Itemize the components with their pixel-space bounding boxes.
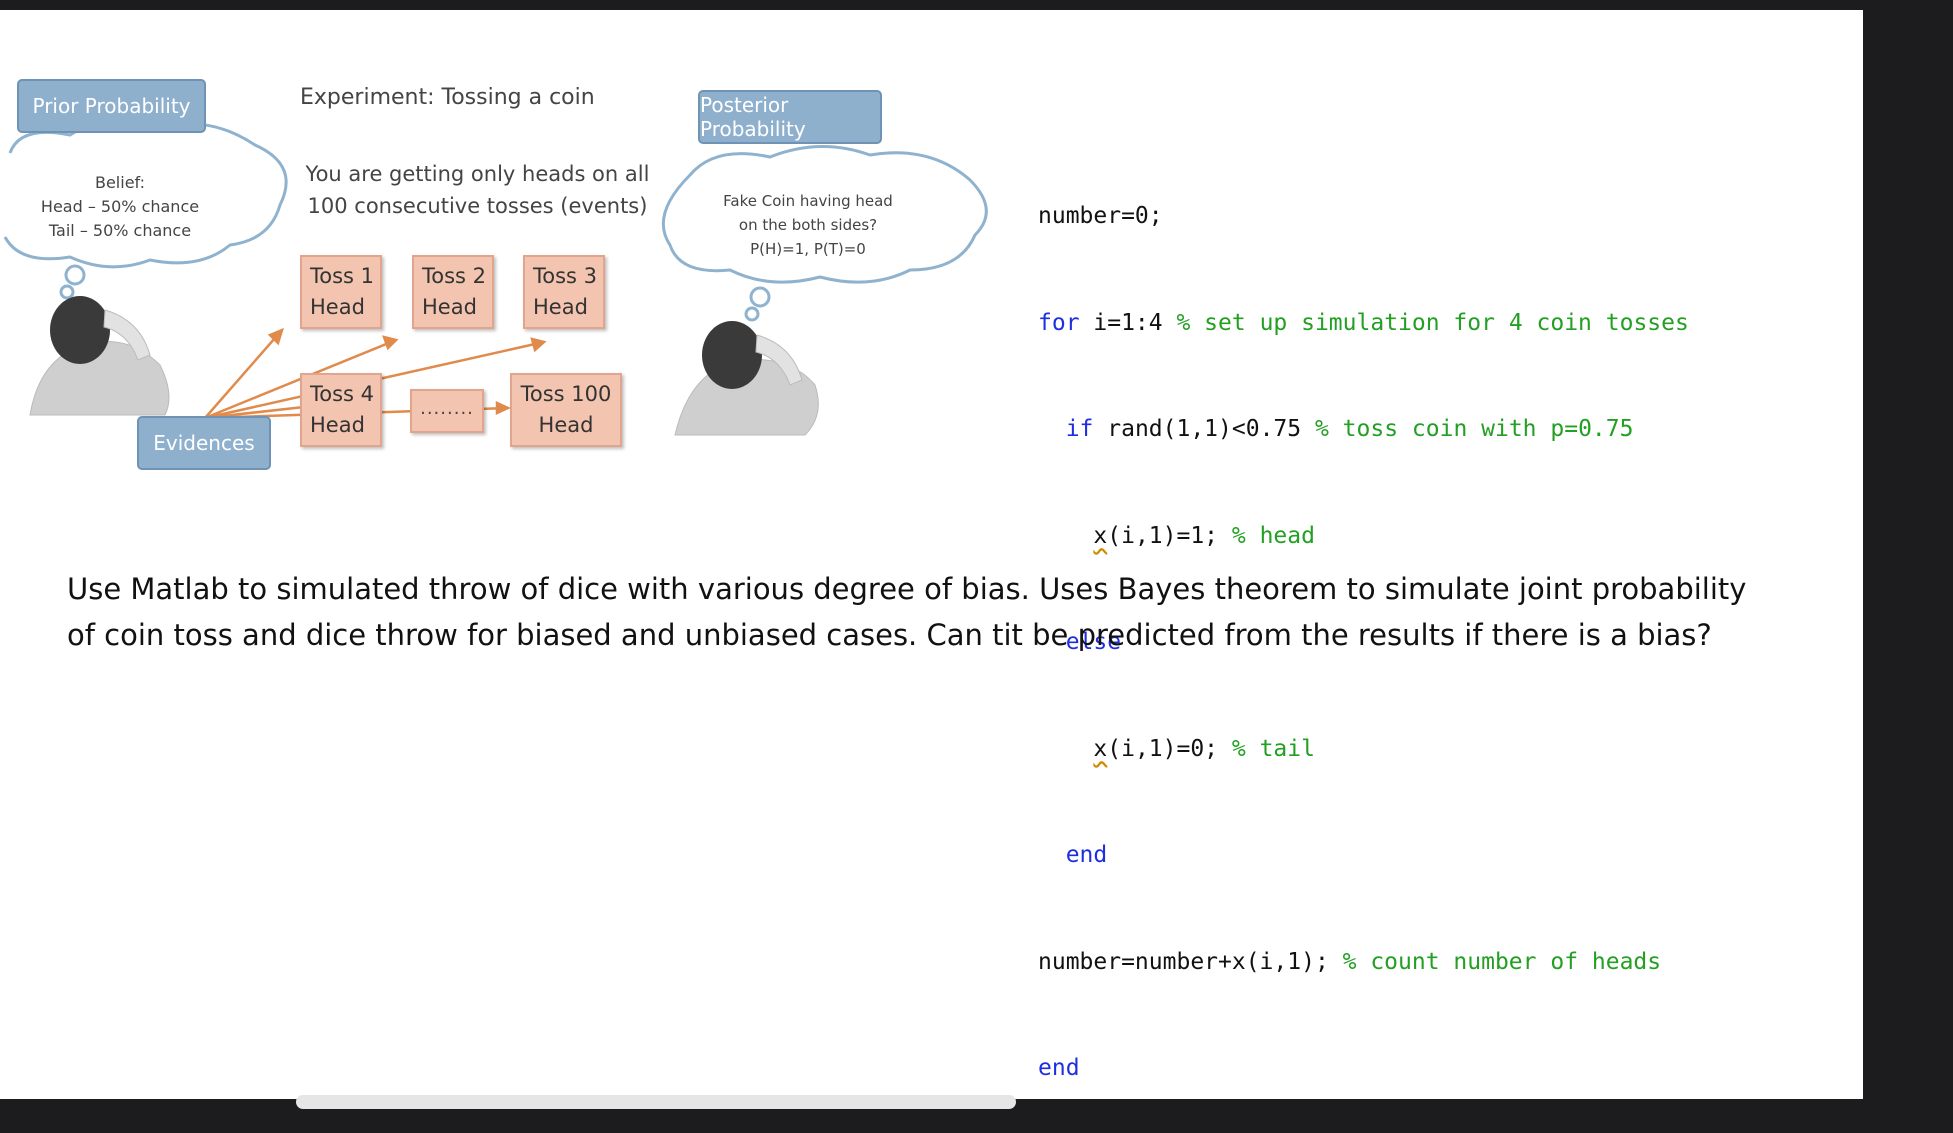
code-comment: % head (1231, 522, 1315, 549)
posterior-probability-badge: Posterior Probability (698, 90, 882, 144)
fake-coin-line-1: Fake Coin having head (723, 192, 893, 210)
toss-title: Toss 100 (520, 382, 612, 406)
code-line: x(i,1)=1; % head (1038, 519, 1689, 555)
toss-card: Toss 1 Head (300, 255, 382, 329)
code-line: for i=1:4 % set up simulation for 4 coin… (1038, 306, 1689, 342)
toss-card: Toss 3 Head (523, 255, 605, 329)
toss-result: Head (533, 295, 588, 319)
bayes-diagram: Prior Probability Experiment: Tossing a … (0, 65, 1000, 485)
code-line: end (1038, 838, 1689, 874)
code-keyword: if (1065, 416, 1094, 442)
toss-title: Toss 4 (310, 382, 375, 406)
question-line-1: Use Matlab to simulated throw of dice wi… (67, 572, 1747, 606)
code-text: number=0; (1038, 203, 1163, 229)
observation-line-2: 100 consecutive tosses (events) (307, 194, 648, 218)
code-line: number=0; (1038, 199, 1689, 235)
thinking-person-right-icon (674, 321, 819, 436)
thought-bubble-small (64, 264, 86, 286)
top-bar (0, 0, 1953, 10)
observation-text: You are getting only heads on all 100 co… (300, 158, 655, 222)
code-line: if rand(1,1)<0.75 % toss coin with p=0.7… (1038, 412, 1689, 448)
matlab-code-block: number=0; for i=1:4 % set up simulation … (1038, 128, 1689, 1099)
toss-result: Head (310, 413, 365, 437)
toss-title: Toss 3 (533, 264, 598, 288)
document-page: Prior Probability Experiment: Tossing a … (0, 10, 1863, 1099)
code-text: (i,1)=1; (1107, 522, 1232, 549)
code-keyword: end (1038, 1055, 1080, 1081)
belief-line-2: Head – 50% chance (40, 197, 200, 216)
thinking-person-left-icon (29, 296, 170, 416)
thought-bubble-tiny (59, 284, 75, 300)
evidences-badge: Evidences (137, 416, 271, 470)
scrollbar-thumb[interactable] (296, 1095, 1016, 1109)
code-line: end (1038, 1051, 1689, 1087)
toss-card: Toss 100 Head (510, 373, 622, 447)
belief-line-1: Belief: (94, 173, 145, 192)
fake-coin-cloud (661, 144, 988, 284)
code-keyword: end (1065, 842, 1108, 868)
diagram-graphics (3, 118, 988, 436)
experiment-title: Experiment: Tossing a coin (300, 85, 595, 110)
code-comment: % count number of heads (1342, 948, 1662, 975)
toss-card: Toss 4 Head (300, 373, 382, 447)
code-comment: % toss coin with p=0.75 (1314, 416, 1634, 442)
question-text: Use Matlab to simulated throw of dice wi… (67, 566, 1817, 658)
toss-result: Head (538, 413, 594, 437)
belief-line-3: Tail – 50% chance (48, 221, 192, 240)
code-line: number=number+x(i,1); % count number of … (1038, 945, 1689, 981)
code-line: x(i,1)=0; % tail (1038, 732, 1689, 768)
code-variable: x (1093, 522, 1108, 549)
observation-line-1: You are getting only heads on all (305, 162, 650, 186)
toss-title: Toss 1 (310, 264, 375, 288)
fake-coin-text: Fake Coin having head on the both sides?… (703, 189, 913, 261)
code-keyword: else (1065, 629, 1122, 655)
code-text: number=number+x(i,1); (1038, 948, 1343, 975)
code-text: rand(1,1)<0.75 (1093, 416, 1315, 442)
toss-result: Head (422, 295, 477, 319)
thought-bubble-tiny-right (744, 306, 760, 322)
thought-bubble-small-right (749, 286, 771, 308)
toss-result: Head (310, 295, 365, 319)
fake-coin-line-3: P(H)=1, P(T)=0 (750, 240, 866, 258)
toss-card: Toss 2 Head (412, 255, 494, 329)
code-comment: % tail (1231, 735, 1315, 762)
code-variable: x (1093, 735, 1108, 762)
code-text: (i,1)=0; (1107, 735, 1232, 762)
toss-title: Toss 2 (422, 264, 487, 288)
belief-text: Belief: Head – 50% chance Tail – 50% cha… (20, 171, 220, 243)
code-line: else (1038, 625, 1689, 661)
code-comment: % set up simulation for 4 coin tosses (1176, 309, 1689, 336)
prior-probability-badge: Prior Probability (17, 79, 206, 133)
ellipsis-box: ........ (410, 389, 484, 433)
fake-coin-line-2: on the both sides? (738, 216, 878, 234)
code-text: i=1:4 (1079, 309, 1177, 336)
question-line-2: of coin toss and dice throw for biased a… (67, 618, 1712, 652)
code-keyword: for (1038, 309, 1080, 336)
